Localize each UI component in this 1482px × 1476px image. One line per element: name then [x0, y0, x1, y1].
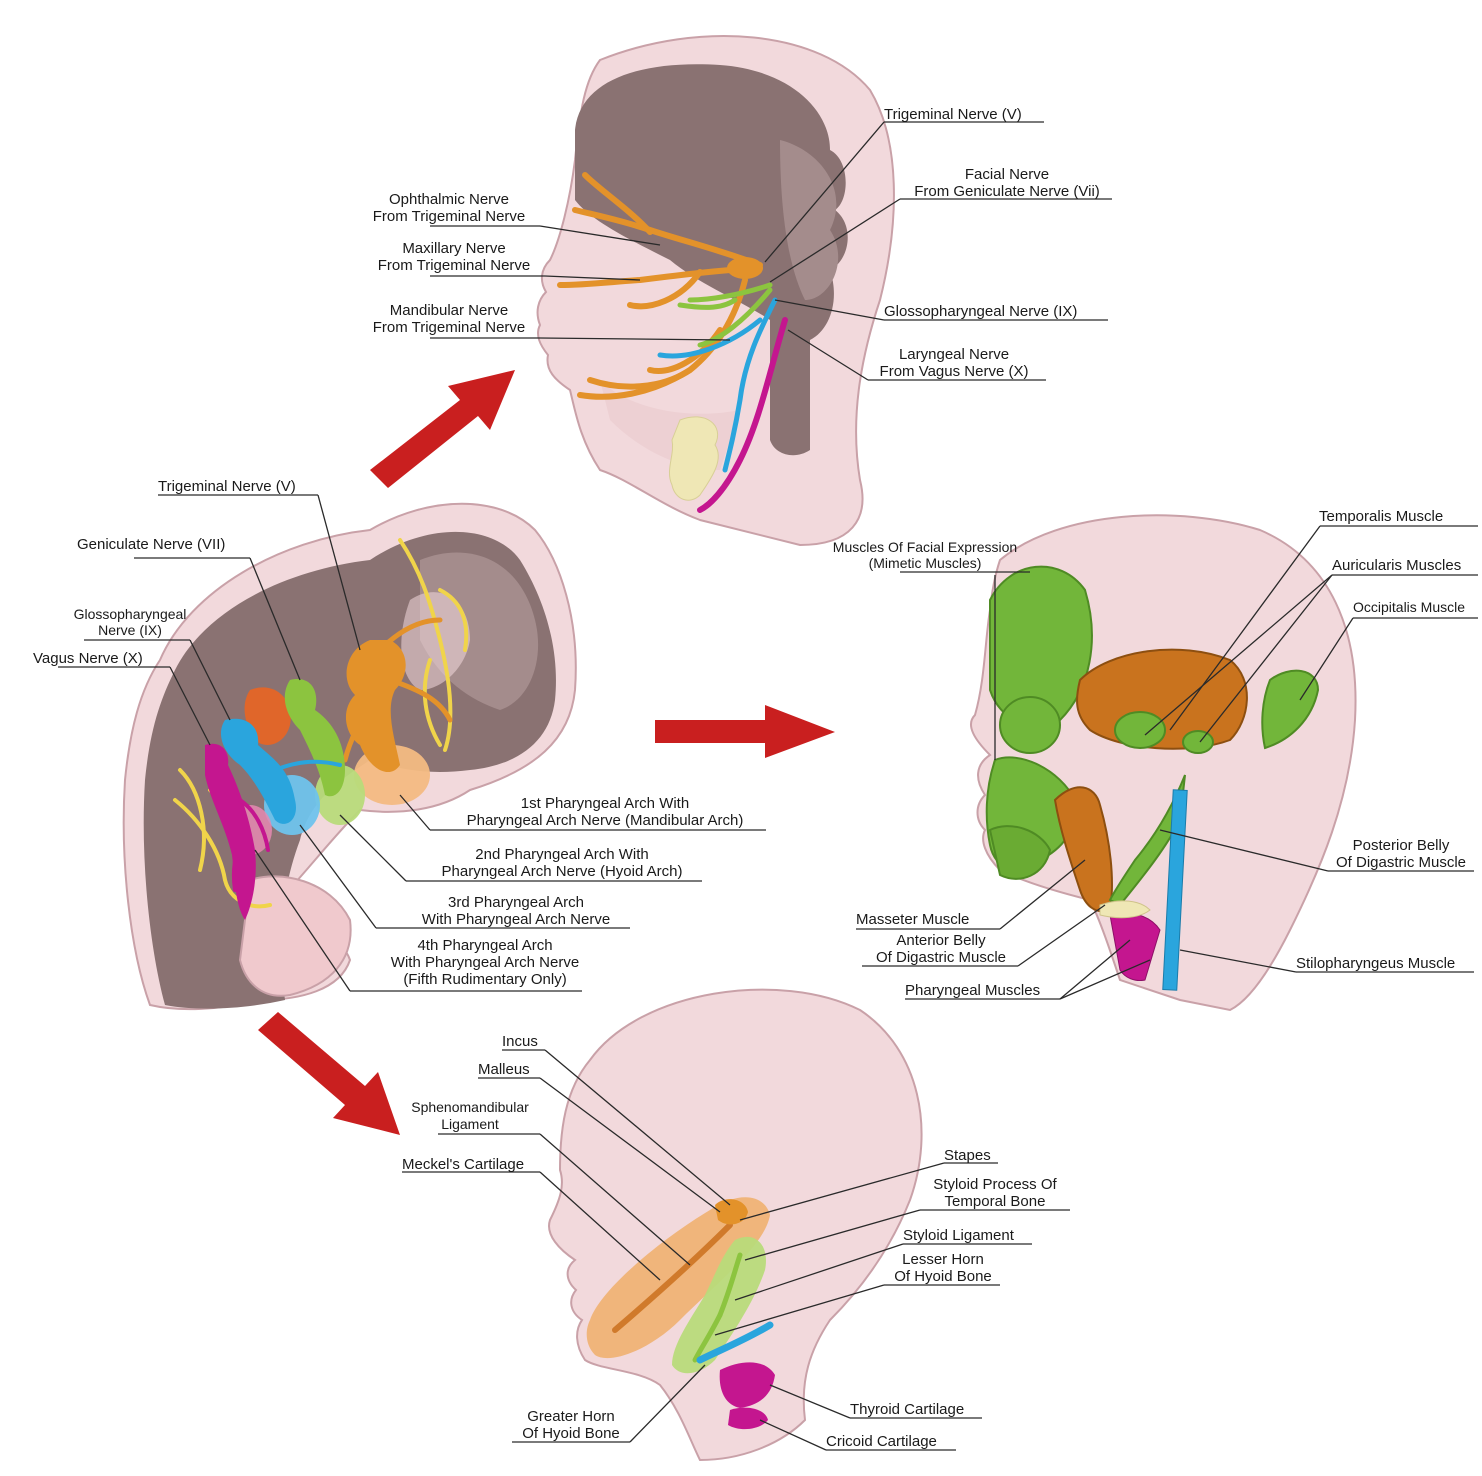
label-lesser-horn-line1: Lesser Horn [884, 1251, 1002, 1268]
label-facial-nerve-line2: From Geniculate Nerve (Vii) [900, 183, 1114, 200]
label-cricoid-cartilage: Cricoid Cartilage [826, 1433, 937, 1450]
label-styloid-process: Styloid Process Of Temporal Bone [920, 1176, 1070, 1210]
label-maxillary-nerve: Maxillary Nerve From Trigeminal Nerve [362, 240, 546, 274]
label-stilopharyngeus: Stilopharyngeus Muscle [1296, 955, 1455, 972]
label-arch3-line1: 3rd Pharyngeal Arch [402, 894, 630, 911]
leader-line [1018, 905, 1105, 966]
nerve-head-illustration [538, 36, 894, 545]
label-posterior-digastric: Posterior Belly Of Digastric Muscle [1328, 837, 1474, 871]
label-facial-nerve-line1: Facial Nerve [900, 166, 1114, 183]
label-greater-horn-line1: Greater Horn [512, 1408, 630, 1425]
label-thyroid-cartilage: Thyroid Cartilage [850, 1401, 964, 1418]
label-glossopharyngeal-nerve-top: Glossopharyngeal Nerve (IX) [884, 303, 1077, 320]
label-arch-1: 1st Pharyngeal Arch With Pharyngeal Arch… [440, 795, 770, 829]
label-ant-digastric-line1: Anterior Belly [862, 932, 1020, 949]
label-post-digastric-line1: Posterior Belly [1328, 837, 1474, 854]
label-greater-horn: Greater Horn Of Hyoid Bone [512, 1408, 630, 1442]
arrow-right-down-icon [258, 1012, 400, 1135]
label-facial-expr-line1: Muscles Of Facial Expression [818, 539, 1032, 555]
label-spheno-line1: Sphenomandibular [398, 1099, 542, 1116]
label-ophthalmic-line1: Ophthalmic Nerve [358, 191, 540, 208]
label-styloid-ligament: Styloid Ligament [903, 1227, 1014, 1244]
auricularis-anterior [1115, 712, 1165, 748]
muscle-head-illustration [971, 515, 1356, 1010]
label-arch-2: 2nd Pharyngeal Arch With Pharyngeal Arch… [418, 846, 706, 880]
label-maxillary-line2: From Trigeminal Nerve [362, 257, 546, 274]
label-embryo-vagus: Vagus Nerve (X) [33, 650, 143, 667]
label-malleus: Malleus [478, 1061, 530, 1078]
label-post-digastric-line2: Of Digastric Muscle [1328, 854, 1474, 871]
label-arch3-line2: With Pharyngeal Arch Nerve [402, 911, 630, 928]
label-temporalis: Temporalis Muscle [1319, 508, 1443, 525]
label-anterior-digastric: Anterior Belly Of Digastric Muscle [862, 932, 1020, 966]
label-mandibular-line2: From Trigeminal Nerve [358, 319, 540, 336]
label-arch2-line1: 2nd Pharyngeal Arch With [418, 846, 706, 863]
label-mandibular-nerve: Mandibular Nerve From Trigeminal Nerve [358, 302, 540, 336]
embryo-illustration [124, 504, 576, 1009]
leader-line [340, 815, 406, 881]
label-arch1-line1: 1st Pharyngeal Arch With [440, 795, 770, 812]
label-laryngeal-nerve: Laryngeal Nerve From Vagus Nerve (X) [862, 346, 1046, 380]
label-auricularis: Auricularis Muscles [1332, 557, 1461, 574]
label-facial-nerve: Facial Nerve From Geniculate Nerve (Vii) [900, 166, 1114, 200]
label-greater-horn-line2: Of Hyoid Bone [512, 1425, 630, 1442]
label-styloid-process-line2: Temporal Bone [920, 1193, 1070, 1210]
label-styloid-process-line1: Styloid Process Of [920, 1176, 1070, 1193]
label-embryo-glossopharyngeal: Glossopharyngeal Nerve (IX) [60, 606, 200, 638]
label-arch1-line2: Pharyngeal Arch Nerve (Mandibular Arch) [440, 812, 770, 829]
label-arch-3: 3rd Pharyngeal Arch With Pharyngeal Arch… [402, 894, 630, 928]
skeleton-head-illustration [549, 990, 922, 1460]
label-sphenomandibular: Sphenomandibular Ligament [398, 1099, 542, 1133]
label-lesser-horn: Lesser Horn Of Hyoid Bone [884, 1251, 1002, 1285]
label-arch2-line2: Pharyngeal Arch Nerve (Hyoid Arch) [418, 863, 706, 880]
label-arch-4: 4th Pharyngeal Arch With Pharyngeal Arch… [372, 937, 598, 988]
label-arch4-line1: 4th Pharyngeal Arch [372, 937, 598, 954]
label-maxillary-line1: Maxillary Nerve [362, 240, 546, 257]
label-mandibular-line1: Mandibular Nerve [358, 302, 540, 319]
label-laryngeal-line2: From Vagus Nerve (X) [862, 363, 1046, 380]
label-pharyngeal-muscles: Pharyngeal Muscles [905, 982, 1040, 999]
arrow-right-up-icon [370, 370, 515, 488]
label-trigeminal-nerve-top: Trigeminal Nerve (V) [884, 106, 1022, 123]
label-ant-digastric-line2: Of Digastric Muscle [862, 949, 1020, 966]
label-arch4-line2: With Pharyngeal Arch Nerve [372, 954, 598, 971]
label-facial-expression: Muscles Of Facial Expression (Mimetic Mu… [818, 539, 1032, 571]
label-laryngeal-line1: Laryngeal Nerve [862, 346, 1046, 363]
label-arch4-line3: (Fifth Rudimentary Only) [372, 971, 598, 988]
label-ophthalmic-nerve: Ophthalmic Nerve From Trigeminal Nerve [358, 191, 540, 225]
label-ophthalmic-line2: From Trigeminal Nerve [358, 208, 540, 225]
label-stapes: Stapes [944, 1147, 991, 1164]
label-spheno-line2: Ligament [398, 1116, 542, 1133]
label-facial-expr-line2: (Mimetic Muscles) [818, 555, 1032, 571]
trigeminal-ganglion [727, 257, 763, 279]
label-meckels-cartilage: Meckel's Cartilage [402, 1156, 524, 1173]
label-lesser-horn-line2: Of Hyoid Bone [884, 1268, 1002, 1285]
label-incus: Incus [502, 1033, 538, 1050]
label-embryo-glosso-line1: Glossopharyngeal [60, 606, 200, 622]
auricularis-posterior [1183, 731, 1213, 753]
label-occipitalis: Occipitalis Muscle [1353, 599, 1465, 616]
orbicularis-oculi [1000, 697, 1060, 753]
label-embryo-geniculate: Geniculate Nerve (VII) [77, 536, 225, 553]
label-embryo-glosso-line2: Nerve (IX) [60, 622, 200, 638]
label-embryo-trigeminal: Trigeminal Nerve (V) [158, 478, 296, 495]
label-masseter: Masseter Muscle [856, 911, 969, 928]
arrow-right-icon [655, 705, 835, 758]
